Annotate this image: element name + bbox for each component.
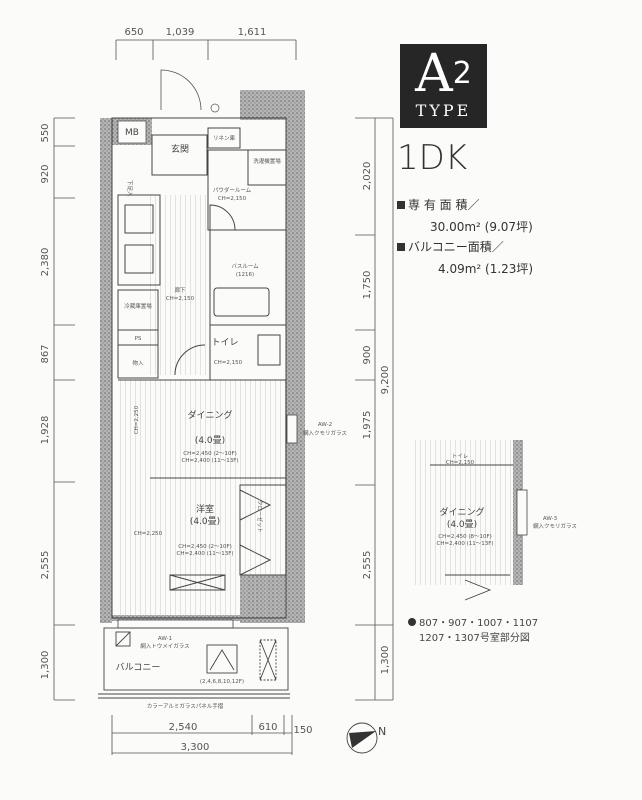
label-closet: クローゼット: [256, 500, 264, 533]
label-western-ch1: CH=2,450 (2～10F): [178, 544, 232, 550]
dim-left-1: 550: [40, 123, 51, 142]
type-number: 2: [452, 56, 472, 91]
inset-label-dining: ダイニング: [439, 506, 484, 518]
inset-label-dining-size: (4.0畳): [447, 519, 477, 530]
dim-bottom-2: 610: [258, 722, 277, 733]
label-powder: パウダールーム: [213, 186, 252, 194]
right-dimension: [355, 117, 394, 701]
label-handrail: カラーアルミガラスパネル手摺: [147, 702, 224, 710]
balcony: [98, 627, 290, 699]
label-bath-size: (1216): [236, 272, 254, 278]
compass-icon: N: [346, 722, 386, 754]
inset-label-dining-ch2: CH=2,400 (11～13F): [436, 541, 493, 547]
dim-top-3: 1,611: [238, 27, 267, 38]
label-storage: 物入: [132, 359, 144, 367]
label-dining-ch2: CH=2,400 (11～13F): [181, 458, 238, 464]
balcony-area-label: バルコニー面積／: [397, 238, 504, 255]
inset-label-aw3: AW-3: [543, 516, 558, 522]
room-outlines: [111, 117, 287, 619]
private-area-label-text: 専 有 面 積／: [408, 198, 480, 212]
label-balcony: バルコニー: [116, 662, 161, 673]
inset-label-dining-ch1: CH=2,450 (8～10F): [438, 534, 492, 540]
dim-right-total: 9,200: [380, 366, 391, 395]
bottom-dimension: [111, 715, 293, 755]
label-laundry: 洗濯機置場: [253, 157, 281, 165]
bullet-icon: [397, 201, 405, 209]
dim-top-1: 650: [124, 27, 143, 38]
label-bath: バスルーム: [231, 263, 259, 270]
dim-bottom-3: 150: [293, 725, 312, 736]
window-aw1: [117, 619, 234, 629]
dim-left-5: 1,928: [40, 416, 51, 445]
private-area-label: 専 有 面 積／: [397, 196, 479, 213]
type-word: TYPE: [415, 101, 472, 120]
dim-top-2: 1,039: [166, 27, 195, 38]
walls: [100, 90, 305, 623]
label-western-size: (4.0畳): [190, 516, 220, 527]
label-shoe: 下足入: [126, 180, 133, 197]
label-dining-ch1: CH=2,450 (2～10F): [183, 451, 237, 457]
label-entrance: 玄関: [171, 143, 189, 155]
type-letter: A: [415, 44, 453, 104]
dim-left-2: 920: [40, 164, 51, 183]
dim-left-3: 2,380: [40, 248, 51, 277]
dim-right-6: 1,300: [380, 646, 391, 675]
dim-right-2: 1,750: [362, 271, 373, 300]
dim-right-5: 2,555: [362, 551, 373, 580]
window-aw2: [286, 414, 298, 444]
label-powder-ch: CH=2,150: [218, 196, 247, 202]
label-mb: MB: [125, 128, 139, 138]
entrance-door: [160, 69, 202, 111]
inset-label-aw3-note: 網入クモリガラス: [533, 522, 577, 530]
label-corridor: 廊下: [174, 286, 186, 294]
label-corridor-ch: CH=2,150: [166, 296, 195, 302]
dim-right-4: 1,975: [362, 411, 373, 440]
type-badge: A2 TYPE: [400, 44, 487, 128]
dim-left-7: 1,300: [40, 651, 51, 680]
label-western-ch2: CH=2,400 (11～13F): [176, 551, 233, 557]
dim-right-3: 900: [362, 345, 373, 364]
dim-left-6: 2,555: [40, 551, 51, 580]
dim-bottom-total: 3,300: [181, 742, 210, 753]
label-fridge: 冷蔵庫置場: [124, 302, 152, 310]
inset-label-toilet: トイレ: [452, 454, 469, 460]
inset-rooms-line1: 807・907・1007・1107: [419, 618, 538, 629]
balcony-area-label-text: バルコニー面積／: [408, 240, 504, 254]
private-area-value: 30.00m² (9.07坪): [430, 220, 533, 234]
top-dimension: [115, 39, 297, 60]
label-toilet: トイレ: [211, 338, 238, 348]
inset-label-toilet-ch: CH=2,150: [446, 460, 475, 466]
left-dimension: [53, 117, 75, 701]
inset-rooms-line2: 1207・1307号室部分図: [419, 631, 530, 644]
label-balcony-floors: (2,4,6,8,10,12F): [200, 679, 244, 685]
balcony-area-value: 4.09m² (1.23坪): [438, 262, 534, 276]
layout-name: 1DK: [397, 138, 468, 178]
inset-plan: トイレ CH=2,150 ダイニング (4.0畳) CH=2,450 (8～10…: [408, 440, 577, 644]
label-ps: PS: [135, 336, 142, 342]
label-aw1: AW-1: [158, 636, 172, 642]
label-western: 洋室: [196, 503, 214, 515]
compass-label: N: [378, 725, 386, 738]
label-linen: リネン庫: [213, 134, 236, 142]
dim-right-1: 2,020: [362, 162, 373, 191]
label-aw1-note: 網入トウメイガラス: [140, 642, 189, 650]
intercom-icon: [210, 103, 220, 113]
label-dining-size: (4.0畳): [195, 435, 225, 446]
bullet-icon: [397, 243, 405, 251]
label-dining: ダイニング: [187, 409, 232, 421]
dim-left-4: 867: [40, 344, 51, 363]
label-toilet-ch: CH=2,150: [214, 360, 243, 366]
label-side-ch1: CH=2,250: [134, 405, 140, 434]
dim-bottom-1: 2,540: [169, 722, 198, 733]
label-aw2: AW-2: [318, 422, 332, 428]
label-side-ch2: CH=2,250: [134, 531, 163, 537]
label-aw2-note: 網入クモリガラス: [303, 429, 347, 437]
